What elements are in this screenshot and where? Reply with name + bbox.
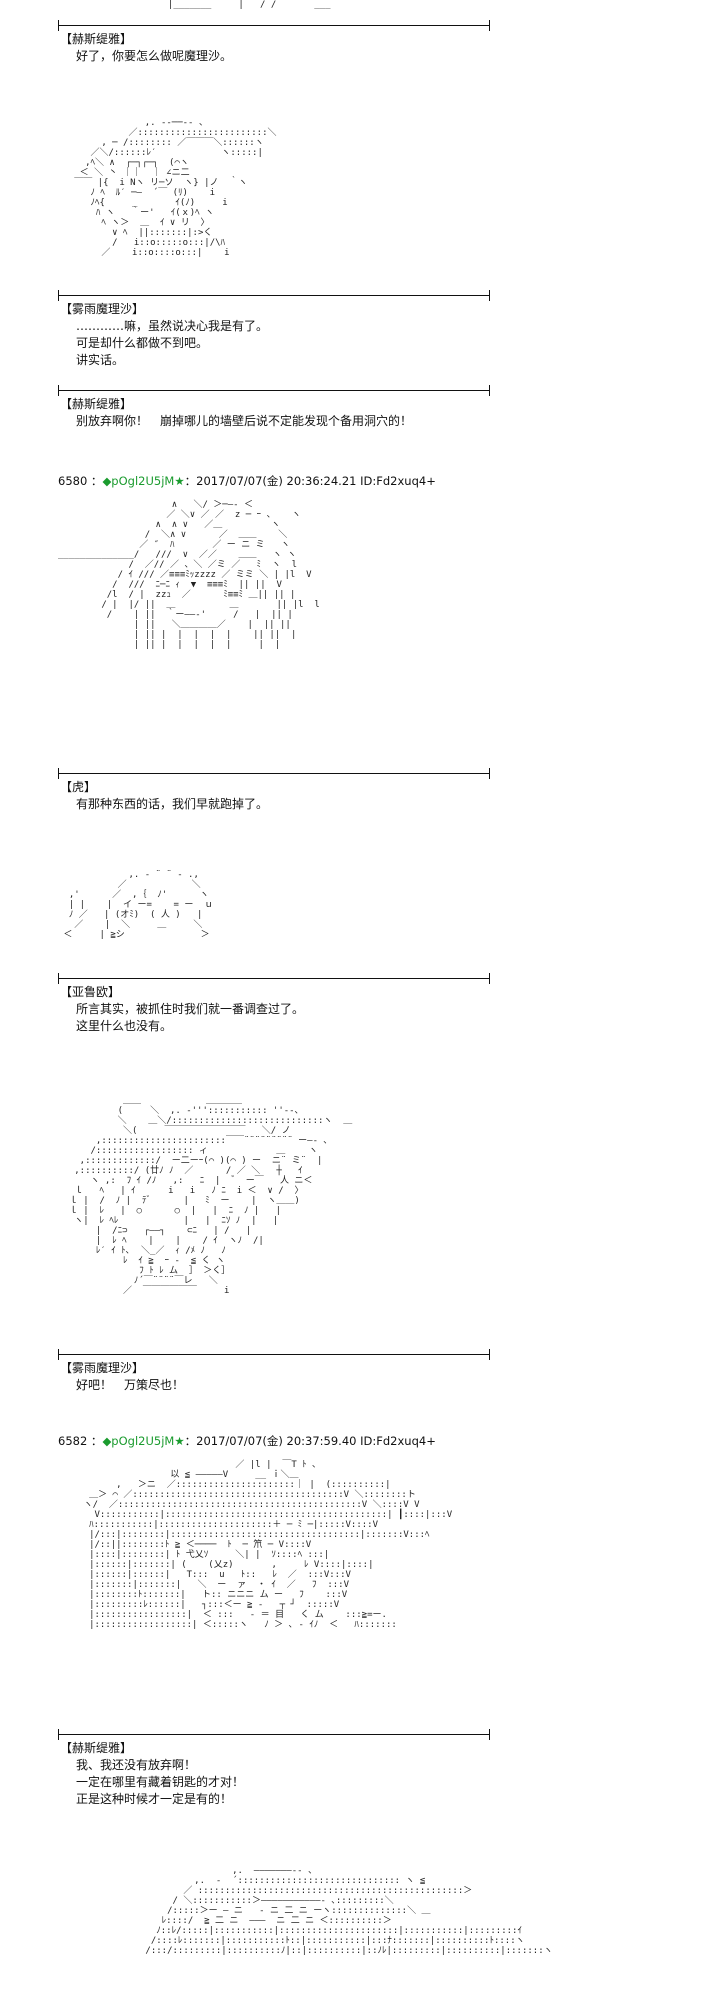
divider xyxy=(58,768,490,779)
ascii-art-partial: ,. ―――――――‐- 、 ,. ‐ ´:::::::::::::::::::… xyxy=(145,1866,553,1956)
ascii-art-marisa-hat: ＿＿ ＿＿＿＿ ( ＼ ,. ‐'''::::::::::: ''‐-､ ＼ ＿… xyxy=(68,1096,353,1296)
ascii-art-marisa: ,. -‐──‐- 、 ／::::::::::::::::::::::::＼ ,… xyxy=(74,118,277,258)
post-id: ID:Fd2xuq4+ xyxy=(360,1434,436,1448)
dialogue-line: 好吧！ 万策尽也！ xyxy=(76,1378,185,1392)
post-id: ID:Fd2xuq4+ xyxy=(360,474,436,488)
speaker-name: 【亚鲁欧】 xyxy=(60,985,121,999)
divider xyxy=(58,20,490,31)
dialogue-line: 可是却什么都做不到吧。 xyxy=(76,336,209,350)
ascii-art-fragment: |_______ | / / ___ xyxy=(130,0,336,10)
dialogue-line: 正是这种时候才一定是有的！ xyxy=(76,1792,233,1806)
speaker-name: 【赫斯缇雅】 xyxy=(60,397,133,411)
dialogue-line: 别放弃啊你！ 崩掉哪儿的墙壁后说不定能发现个备用洞穴的！ xyxy=(76,414,413,428)
dialogue-line: …………嘛，虽然说决心我是有了。 xyxy=(76,319,269,333)
speaker-name: 【虎】 xyxy=(60,780,97,794)
star-icon: ★ xyxy=(174,1434,185,1448)
post-header: 6580 ：◆pOgl2U5jM★：2017/07/07(金) 20:36:24… xyxy=(58,474,436,488)
dialogue-line: 讲实话。 xyxy=(76,353,125,367)
divider xyxy=(58,1729,490,1740)
diamond-icon: ◆ xyxy=(102,1434,112,1448)
dialogue-line: 一定在哪里有藏着钥匙的才对！ xyxy=(76,1775,245,1789)
dialogue-line: 我、我还没有放弃啊！ xyxy=(76,1758,197,1772)
speaker-name: 【赫斯缇雅】 xyxy=(60,32,133,46)
divider xyxy=(58,385,490,396)
speaker-name: 【雾雨魔理沙】 xyxy=(60,1361,145,1375)
ascii-art-yukkuri: ,. ‐ ¨ ¨ ‐ ., ／ ＼ ,' ／ ,｛ ﾉ' ヽ | | | イ ー… xyxy=(63,870,214,940)
post-number: 6580 xyxy=(58,474,88,488)
dialogue-line: 有那种东西的话，我们早就跑掉了。 xyxy=(76,797,269,811)
post-datetime: 2017/07/07(金) 20:36:24.21 xyxy=(196,474,357,488)
tripcode: pOgl2U5jM xyxy=(111,474,175,488)
divider xyxy=(58,1349,490,1360)
dialogue-line: 好了，你要怎么做呢魔理沙。 xyxy=(76,49,233,63)
ascii-art-hestia: ／ |l | ￣T ﾄ ､ 以 ≦ ―――――V __ ｉ＼＿ , ＞ニ ／::… xyxy=(83,1460,453,1630)
divider xyxy=(58,973,490,984)
post-datetime: 2017/07/07(金) 20:37:59.40 xyxy=(196,1434,357,1448)
star-icon: ★ xyxy=(174,474,185,488)
speaker-name: 【雾雨魔理沙】 xyxy=(60,302,145,316)
dialogue-line: 这里什么也没有。 xyxy=(76,1019,173,1033)
ascii-art-tiger: ∧ ＼/ ＞─―‐ ＜ ／ ＼∨ ／ ／ z ─ ｰ 、 ヽ ∧ ∧ ∨ ／＿ … xyxy=(58,500,320,650)
diamond-icon: ◆ xyxy=(102,474,112,488)
dialogue-line: 所言其实，被抓住时我们就一番调查过了。 xyxy=(76,1002,305,1016)
speaker-name: 【赫斯缇雅】 xyxy=(60,1741,133,1755)
post-number: 6582 xyxy=(58,1434,88,1448)
tripcode: pOgl2U5jM xyxy=(111,1434,175,1448)
divider xyxy=(58,290,490,301)
post-header: 6582 ：◆pOgl2U5jM★：2017/07/07(金) 20:37:59… xyxy=(58,1434,436,1448)
